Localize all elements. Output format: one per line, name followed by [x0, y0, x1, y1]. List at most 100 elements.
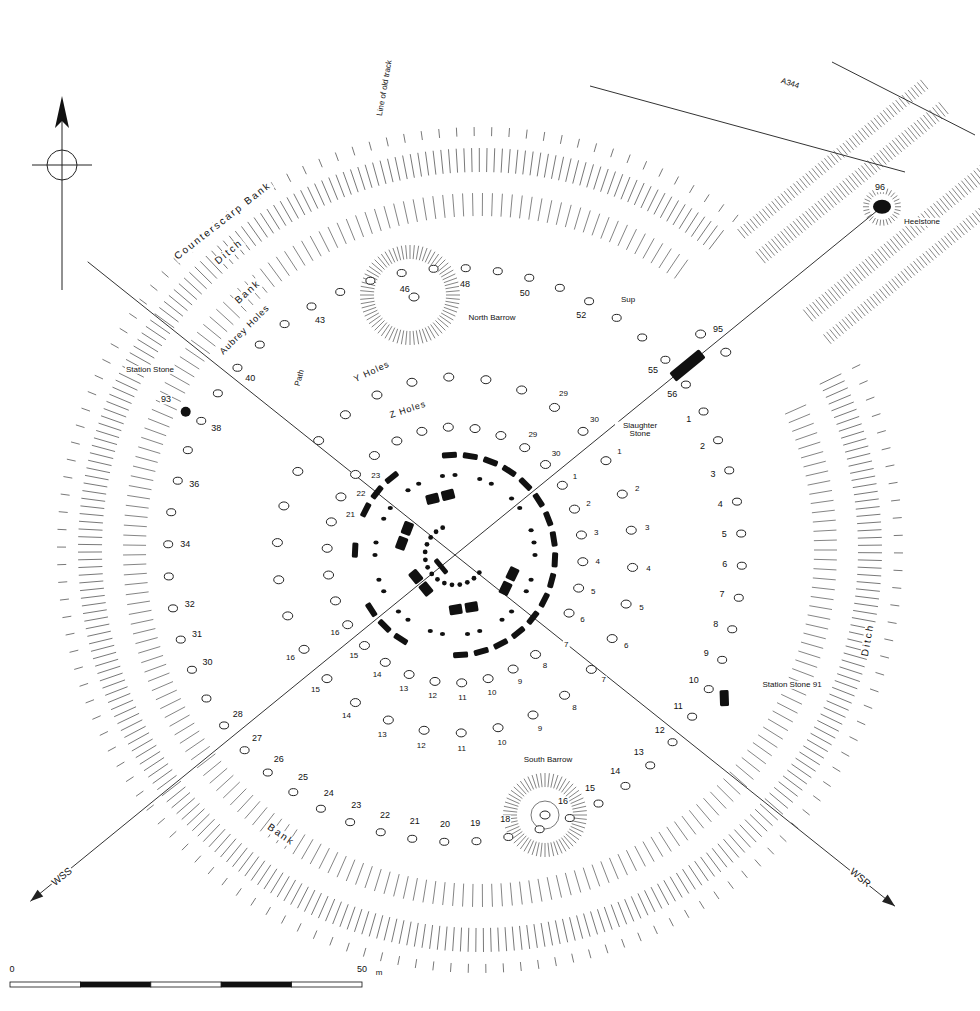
south-barrow-hachure-group: [503, 773, 587, 857]
ditch-hachure: [78, 559, 102, 561]
aubrey-hole: [714, 437, 723, 444]
aubrey-hole: [408, 835, 417, 842]
ditch-hachure: [78, 536, 102, 538]
ditch-hachure: [437, 926, 440, 950]
ditch-hachure: [555, 920, 560, 944]
south-barrow-hachure: [564, 784, 573, 794]
axis-arrowhead: [882, 895, 895, 907]
ditch-hachure: [729, 834, 745, 852]
counterscarp-hachure: [622, 939, 625, 947]
counterscarp-hachure: [76, 425, 85, 428]
ditch-hachure: [187, 809, 204, 825]
ditch-hachure: [322, 181, 331, 203]
counterscarp-hachure: [369, 142, 371, 151]
scale-bar-segment: [10, 982, 80, 987]
z-hole-number: 9: [517, 678, 523, 686]
z-hole: [351, 470, 361, 478]
avenue-hachure: [837, 186, 846, 198]
counterscarp-hachure: [313, 931, 317, 939]
counterscarp-hachure: [438, 129, 440, 138]
scale-bar-segment: [151, 982, 221, 987]
bank-hachure: [230, 789, 246, 805]
bank-hachure: [651, 243, 663, 263]
avenue-hachure: [846, 178, 855, 190]
y-hole-group: [272, 373, 637, 737]
ditch-hachure: [340, 904, 348, 926]
ditch-hachure: [618, 902, 627, 924]
ditch-hachure: [460, 928, 461, 952]
ditch-hachure: [855, 596, 879, 599]
ditch-hachure: [121, 720, 142, 731]
aubrey-hole: [734, 594, 743, 601]
aubrey-hole-number: 23: [350, 802, 362, 811]
avenue-hachure: [862, 262, 871, 274]
north-barrow-hachure: [428, 252, 435, 264]
stone-number: 96: [874, 183, 886, 192]
avenue-hachure: [878, 249, 887, 261]
avenue-hachure: [821, 198, 830, 210]
avenue-hachure: [830, 191, 839, 203]
avenue-hachure: [940, 198, 949, 210]
ditch-hachure: [520, 926, 523, 950]
aubrey-hole: [646, 762, 655, 769]
bank-hachure: [123, 545, 146, 546]
bank-hachure: [302, 839, 314, 859]
ditch-hachure: [97, 666, 120, 673]
counterscarp-hachure: [555, 957, 557, 966]
ditch-hachure: [99, 423, 122, 431]
counterscarp-hachure: [88, 392, 96, 395]
bluestone: [440, 474, 445, 478]
bluestone: [435, 577, 440, 582]
aubrey-hole: [681, 381, 690, 388]
south-barrow-hachure: [517, 784, 526, 794]
counterscarp-hachure: [833, 767, 841, 772]
bank-hachure: [245, 801, 260, 818]
aubrey-hole-number: 15: [584, 784, 596, 793]
counterscarp-hachure: [59, 511, 68, 513]
ditch-hachure: [498, 928, 499, 952]
trilithon-stone: [425, 492, 440, 505]
counterscarp-hachure: [162, 271, 169, 277]
bank-hachure: [131, 476, 153, 481]
avenue-hachure: [784, 229, 793, 241]
ditch-hachure: [350, 169, 358, 192]
counterscarp-hachure: [888, 622, 897, 624]
aubrey-hole: [169, 605, 178, 612]
bank-hachure: [210, 768, 227, 783]
ditch-hachure: [311, 893, 321, 915]
counterscarp-hachure: [100, 731, 108, 735]
sarsen-stone: [377, 619, 392, 634]
station-hole-group: [409, 293, 550, 819]
avenue-hachure: [847, 274, 856, 286]
aubrey-hole-number: 31: [191, 630, 203, 639]
ditch-hachure: [709, 230, 724, 249]
avenue-hachure: [952, 188, 961, 200]
aubrey-hole: [661, 356, 670, 363]
ditch-hachure: [512, 927, 514, 951]
bank-hachure: [635, 234, 646, 254]
bank-hachure: [384, 206, 390, 228]
trilithon-stone: [400, 520, 414, 536]
counterscarp-hachure: [111, 344, 119, 348]
aubrey-hole-number: 56: [666, 390, 678, 399]
stones: [181, 200, 891, 707]
south-barrow-hachure: [545, 773, 546, 787]
south-barrow-hachure: [511, 790, 522, 798]
slaughter-stone: [669, 349, 705, 382]
ditch-hachure: [837, 674, 860, 682]
counterscarp-hachure: [398, 956, 400, 965]
z-hole: [380, 658, 390, 666]
south-barrow-hachure: [514, 834, 524, 843]
ditch-hachure: [832, 687, 854, 696]
avenue-hachure: [880, 150, 889, 162]
bluestone: [477, 570, 482, 575]
ditch-hachure: [333, 902, 342, 924]
north-barrow-hachure: [438, 318, 449, 327]
ditch-hachure: [523, 151, 526, 175]
bank-hachure: [148, 673, 169, 681]
counterscarp-hachure: [859, 381, 867, 385]
bank-hachure: [798, 442, 820, 449]
earthwork-label: Ditch: [212, 237, 245, 267]
earthwork-label: Bank: [265, 821, 298, 848]
avenue-hachure: [759, 249, 768, 261]
